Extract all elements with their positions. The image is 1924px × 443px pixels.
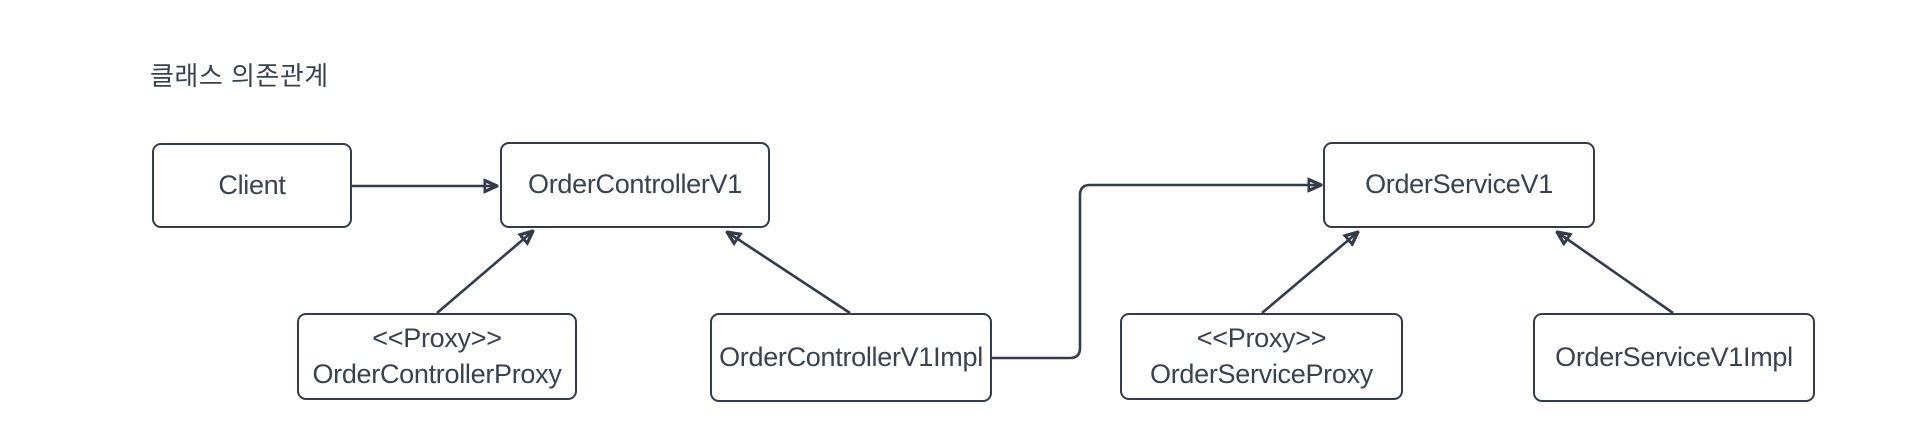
edge-orderservicev1impl-to-orderservicev1 xyxy=(1557,232,1674,315)
node-orderserviceproxy-stereotype: <<Proxy>> xyxy=(1196,323,1327,354)
node-ordercontrollerproxy-stereotype: <<Proxy>> xyxy=(372,323,502,354)
node-ordercontrollerproxy: <<Proxy>> OrderControllerProxy xyxy=(297,313,577,400)
diagram-title: 클래스 의존관계 xyxy=(150,61,329,91)
node-ordercontrollerv1impl-label: OrderControllerV1Impl xyxy=(719,341,983,372)
node-orderserviceproxy-label: OrderServiceProxy xyxy=(1150,358,1373,389)
edge-orderserviceproxy-to-orderservicev1 xyxy=(1261,232,1358,314)
node-orderserviceproxy: <<Proxy>> OrderServiceProxy xyxy=(1120,313,1403,400)
node-client: Client xyxy=(152,143,352,228)
node-ordercontrollerproxy-label: OrderControllerProxy xyxy=(312,358,562,389)
node-client-label: Client xyxy=(218,169,286,200)
edge-ordercontrollerv1impl-to-ordercontrollerv1 xyxy=(727,232,851,315)
node-orderservicev1impl: OrderServiceV1Impl xyxy=(1533,313,1815,402)
node-ordercontrollerv1impl: OrderControllerV1Impl xyxy=(710,313,992,402)
node-orderservicev1-label: OrderServiceV1 xyxy=(1365,169,1553,200)
node-ordercontrollerv1: OrderControllerV1 xyxy=(500,142,770,228)
edge-ordercontrollerv1impl-to-orderservicev1 xyxy=(992,185,1321,360)
node-ordercontrollerv1-label: OrderControllerV1 xyxy=(528,169,742,200)
node-orderservicev1impl-label: OrderServiceV1Impl xyxy=(1555,341,1793,372)
edge-ordercontrollerproxy-to-ordercontrollerv1 xyxy=(436,231,533,314)
node-orderservicev1: OrderServiceV1 xyxy=(1323,142,1595,228)
